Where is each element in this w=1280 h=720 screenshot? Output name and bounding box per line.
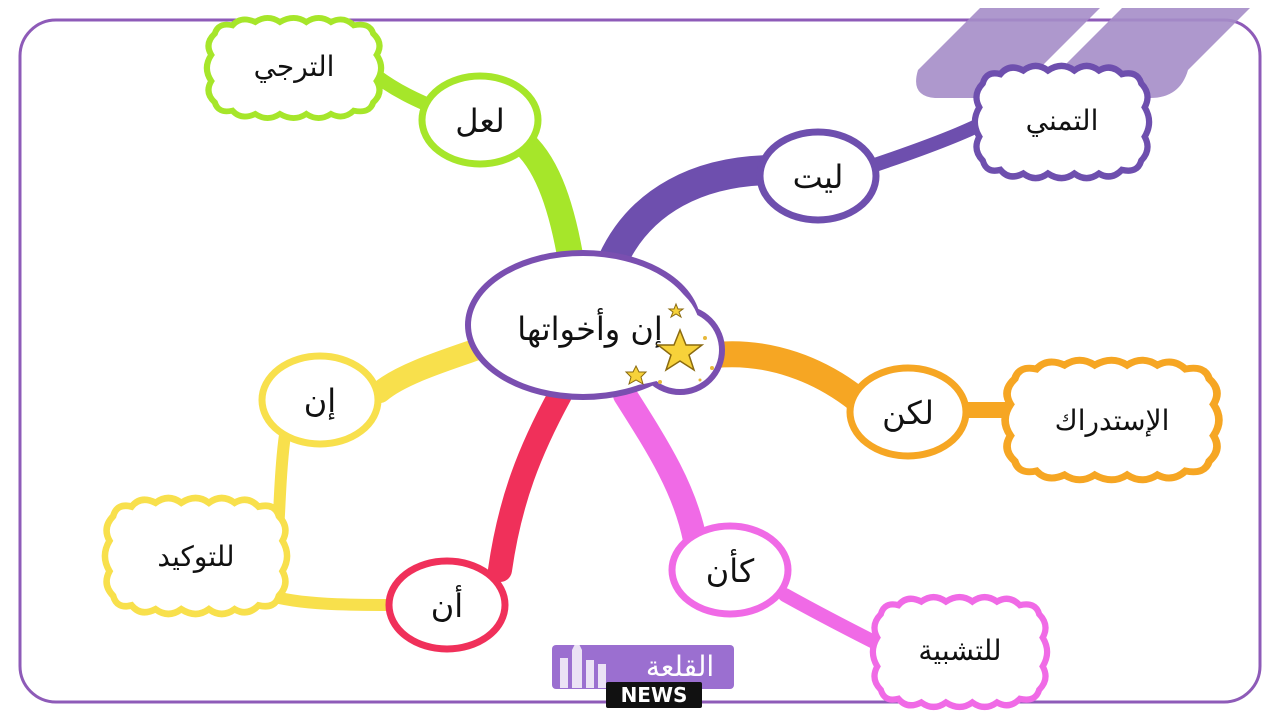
word-label-inna: إن [304,382,336,420]
meaning-label-laalla: الترجي [254,50,335,83]
castle-icon [560,640,606,688]
logo-arabic-text: القلعة [646,650,714,683]
meaning-label-lakin: الإستدراك [1055,404,1170,437]
center-label: إن وأخواتها [517,308,663,348]
word-node-anna: أن [385,557,509,653]
connector-kaanna-thick [613,383,707,552]
logo-latin-text: NEWS [621,683,688,707]
connector-layta-thick [597,155,790,277]
connectors [262,68,1020,657]
star-icon [624,302,714,386]
connector-inna-thick [369,339,486,403]
connector-layta-thin [853,115,992,177]
meaning-label-kaanna: للتشبية [918,634,1001,667]
word-label-kaanna: كأن [706,549,755,590]
connector-anna-thick [488,383,572,582]
word-node-inna: إن [258,352,382,448]
word-label-lakin: لكن [882,394,934,432]
meaning-label-layta: التمني [1026,104,1099,137]
word-label-anna: أن [431,585,463,625]
word-node-layta: ليت [756,128,880,224]
connector-laalla-thick [507,127,583,268]
site-logo: القلعة NEWS [552,640,734,708]
center-node: إن وأخواتها [465,250,725,400]
connector-lakin-thick [702,341,871,413]
word-node-kaanna: كأن [668,522,792,618]
meaning-label-inna: للتوكيد [157,540,234,573]
connector-inna-anna [262,589,401,611]
word-label-laalla: لعل [455,102,504,140]
word-node-laalla: لعل [418,72,542,168]
word-node-lakin: لكن [846,364,970,460]
word-label-layta: ليت [793,158,844,196]
